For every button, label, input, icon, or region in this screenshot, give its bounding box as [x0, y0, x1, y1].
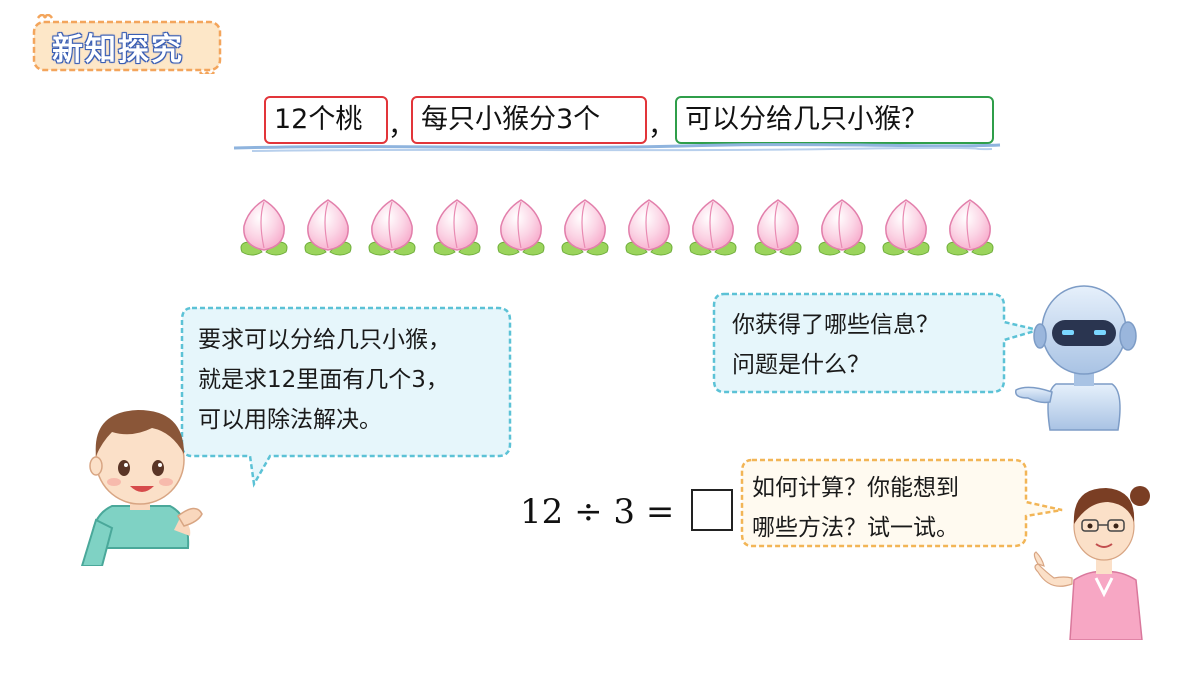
peach-icon	[621, 196, 677, 262]
peach-icon	[429, 196, 485, 262]
peach-icon	[814, 196, 870, 262]
problem-comma: ，	[648, 111, 675, 142]
peach-icon	[878, 196, 934, 262]
equation-dividend: 12	[520, 492, 564, 532]
boy-bubble-line: 可以用除法解决。	[198, 407, 382, 433]
boy-illustration	[80, 410, 203, 566]
equation-division-sign: ÷	[574, 492, 603, 532]
teacher-bubble-line: 如何计算？你能想到	[752, 475, 959, 501]
equation-divisor: 3	[613, 492, 636, 532]
problem-part-rule: 每只小猴分3个	[411, 96, 647, 144]
teacher-bubble-line: 哪些方法？试一试。	[752, 515, 959, 541]
teacher-speech-bubble	[740, 458, 1063, 548]
problem-part-question: 可以分给几只小猴？	[675, 96, 994, 144]
peach-icon	[557, 196, 613, 262]
boy-speech-bubble	[180, 306, 512, 488]
problem-comma: ，	[388, 111, 415, 142]
robot-bubble-line: 你获得了哪些信息？	[732, 312, 939, 338]
boy-bubble-line: 要求可以分给几只小猴，	[198, 327, 451, 353]
problem-underline	[233, 143, 1001, 152]
boy-bubble-line: 就是求12里面有几个3，	[198, 367, 449, 393]
peach-icon	[942, 196, 998, 262]
peach-row	[236, 196, 1004, 262]
teacher-bubble-text: 如何计算？你能想到 哪些方法？试一试。	[752, 468, 959, 548]
robot-bubble-line: 问题是什么？	[732, 352, 870, 378]
answer-box[interactable]	[691, 489, 734, 531]
peach-icon	[364, 196, 420, 262]
problem-part-peaches: 12个桃	[264, 96, 388, 144]
section-tag-label: 新知探究	[52, 32, 184, 68]
robot-speech-bubble	[712, 292, 1042, 394]
robot-illustration	[1015, 285, 1137, 431]
boy-bubble-text: 要求可以分给几只小猴， 就是求12里面有几个3， 可以用除法解决。	[198, 320, 451, 440]
peach-icon	[685, 196, 741, 262]
equation-equals-sign: =	[645, 492, 675, 532]
robot-bubble-text: 你获得了哪些信息？ 问题是什么？	[732, 305, 939, 385]
peach-icon	[493, 196, 549, 262]
section-tag-background	[32, 14, 222, 74]
peach-icon	[300, 196, 356, 262]
section-tag: 新知探究	[30, 14, 226, 74]
division-equation: 12 ÷ 3 =	[520, 489, 734, 542]
peach-icon	[236, 196, 292, 262]
teacher-illustration	[1033, 486, 1150, 640]
peach-icon	[750, 196, 806, 262]
